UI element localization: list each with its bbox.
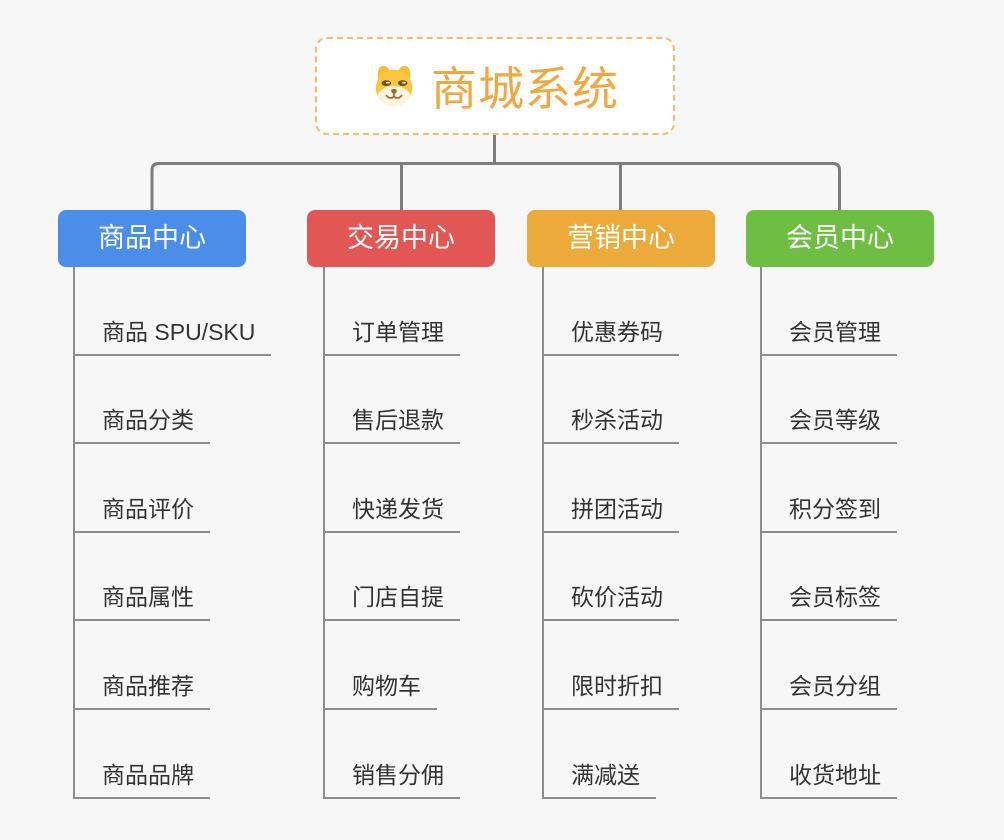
tree-node: 商品评价 [75,444,271,533]
tree-node: 商品品牌 [75,710,271,799]
tree-node-label[interactable]: 销售分佣 [325,756,460,799]
tree-node: 销售分佣 [325,710,460,799]
tree-node-label[interactable]: 商品 SPU/SKU [75,313,272,356]
tree-node-label[interactable]: 收货地址 [762,756,897,799]
dog-face-icon [371,62,417,110]
tree-node: 商品属性 [75,533,271,622]
tree-node: 积分签到 [762,444,897,533]
tree-node: 秒杀活动 [544,356,679,445]
branch-node-product-center[interactable]: 商品中心 [58,210,246,267]
tree-node-label[interactable]: 商品属性 [75,578,210,622]
tree-node: 会员标签 [762,533,897,622]
tree-node: 限时折扣 [544,621,679,710]
tree-node: 商品推荐 [75,621,271,710]
root-node-label: 商城系统 [431,63,619,115]
branch-node-marketing-center[interactable]: 营销中心 [527,210,715,267]
branch-items-trade-center: 订单管理 售后退款 快递发货 门店自提 购物车 销售分佣 [323,267,460,799]
tree-node-label[interactable]: 会员标签 [762,578,897,622]
tree-node: 售后退款 [325,356,460,445]
tree-node-label[interactable]: 满减送 [544,756,656,799]
tree-node-label[interactable]: 积分签到 [762,490,897,533]
tree-node: 优惠券码 [544,267,679,356]
tree-node-label[interactable]: 订单管理 [325,313,460,356]
tree-node: 快递发货 [325,444,460,533]
tree-node-label[interactable]: 门店自提 [325,578,460,622]
branch-items-product-center: 商品 SPU/SKU 商品分类 商品评价 商品属性 商品推荐 商品品牌 [73,267,272,799]
tree-node: 会员分组 [762,621,897,710]
branch-items-member-center: 会员管理 会员等级 积分签到 会员标签 会员分组 收货地址 [760,267,897,799]
tree-node: 商品 SPU/SKU [75,267,272,356]
tree-node-label[interactable]: 商品推荐 [75,667,210,710]
branch-items-marketing-center: 优惠券码 秒杀活动 拼团活动 砍价活动 限时折扣 满减送 [542,267,679,799]
branch-node-member-center[interactable]: 会员中心 [746,210,934,267]
tree-node: 砍价活动 [544,533,679,622]
tree-node-label[interactable]: 会员管理 [762,313,897,356]
tree-node-label[interactable]: 限时折扣 [544,667,679,710]
tree-node: 收货地址 [762,710,897,799]
tree-node: 拼团活动 [544,444,679,533]
tree-node-label[interactable]: 商品品牌 [75,756,210,799]
tree-node-label[interactable]: 会员分组 [762,667,897,710]
tree-node-label[interactable]: 商品分类 [75,401,210,445]
tree-node: 订单管理 [325,267,460,356]
tree-node-label[interactable]: 拼团活动 [544,490,679,533]
tree-node-label[interactable]: 商品评价 [75,490,210,533]
tree-node: 购物车 [325,621,460,710]
tree-node: 会员管理 [762,267,897,356]
tree-node-label[interactable]: 售后退款 [325,401,460,445]
tree-node-label[interactable]: 购物车 [325,667,437,710]
tree-node: 门店自提 [325,533,460,622]
tree-node: 商品分类 [75,356,271,445]
tree-node: 满减送 [544,710,679,799]
tree-node: 会员等级 [762,356,897,445]
tree-node-label[interactable]: 砍价活动 [544,578,679,622]
tree-node-label[interactable]: 会员等级 [762,401,897,445]
branch-node-trade-center[interactable]: 交易中心 [307,210,495,267]
tree-node-label[interactable]: 快递发货 [325,490,460,533]
tree-node-label[interactable]: 秒杀活动 [544,401,679,445]
tree-node-label[interactable]: 优惠券码 [544,313,679,356]
root-node[interactable]: 商城系统 [315,37,675,135]
